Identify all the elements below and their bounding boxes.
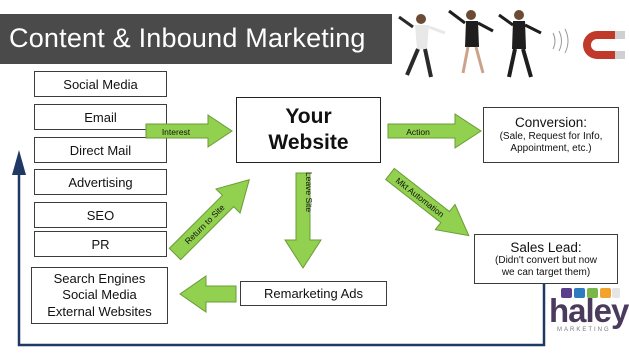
source-box: Social Media: [34, 71, 167, 97]
conversion-detail-line1: (Sale, Request for Info,: [499, 131, 603, 143]
external-sites-box: Search Engines Social Media External Web…: [31, 267, 168, 324]
title-banner: Content & Inbound Marketing: [0, 14, 392, 64]
leave-site-arrow-label: Leave Site: [304, 172, 314, 212]
logo-wordmark: haley: [549, 292, 629, 329]
external-line1: Search Engines: [53, 271, 146, 287]
remarketing-to-external-arrow: [179, 275, 237, 313]
action-arrow-label: Action: [406, 127, 430, 137]
website-label-line2: Website: [268, 131, 349, 154]
sales-lead-box: Sales Lead: (Didn't convert but now we c…: [474, 234, 618, 284]
leave-site-arrow: Leave Site: [284, 172, 322, 269]
external-line2: Social Media: [62, 287, 137, 303]
sales-lead-detail-line1: (Didn't convert but now: [495, 255, 597, 267]
return-to-site-arrow-label: Return to Site: [183, 202, 227, 246]
conversion-detail-line2: Appointment, etc.): [510, 143, 592, 155]
person-figure: [498, 10, 542, 78]
website-box: Your Website: [236, 97, 381, 163]
logo-square: [612, 288, 620, 298]
sales-lead-detail-line2: we can target them): [501, 266, 591, 278]
website-label-line1: Your: [285, 104, 332, 128]
people-magnet-illustration: [398, 9, 625, 78]
person-figure: [398, 14, 446, 78]
source-box: Email: [34, 104, 167, 130]
logo-square: [587, 288, 598, 298]
feedback-loop-arrowhead: [12, 150, 26, 175]
source-box: SEO: [34, 202, 167, 228]
mkt-automation-arrow: Mkt Automation: [384, 167, 470, 237]
interest-arrow-label: Interest: [162, 127, 191, 137]
logo-square: [574, 288, 585, 298]
magnet-wave-lines: [552, 28, 569, 54]
source-box: Direct Mail: [34, 137, 167, 163]
logo-square: [600, 288, 611, 298]
mkt-automation-arrow-label: Mkt Automation: [394, 175, 447, 219]
feedback-loop-line: [17, 173, 546, 347]
return-to-site-arrow: Return to Site: [168, 179, 250, 261]
action-arrow: Action: [387, 113, 482, 149]
external-line3: External Websites: [47, 303, 152, 319]
conversion-title: Conversion:: [514, 114, 588, 130]
interest-arrow: Interest: [145, 114, 233, 148]
magnet-icon: [583, 31, 625, 59]
person-figure: [448, 9, 494, 74]
remarketing-ads-box: Remarketing Ads: [240, 281, 387, 306]
sales-lead-title: Sales Lead:: [510, 239, 582, 255]
slide-title: Content & Inbound Marketing: [9, 23, 366, 53]
logo-tagline: MARKETING: [557, 327, 611, 333]
logo-square: [561, 288, 572, 298]
haley-marketing-logo: haley MARKETING: [549, 288, 629, 338]
source-box: PR: [34, 231, 167, 257]
conversion-box: Conversion: (Sale, Request for Info, App…: [483, 107, 619, 163]
source-box: Advertising: [34, 169, 167, 195]
